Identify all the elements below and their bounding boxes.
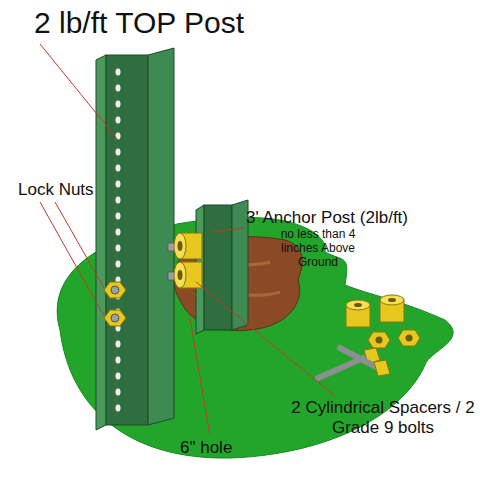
nuts-label: Lock Nuts	[18, 180, 128, 200]
top-post	[96, 48, 174, 430]
spacer-label: 2 Cylindrical Spacers / 2 Grade 9 bolts	[290, 398, 476, 437]
height-note: no less than 4 linches Above Ground	[272, 228, 364, 269]
hole-label: 6" hole	[180, 438, 280, 458]
anchor-label: 3' Anchor Post (2lb/ft)	[246, 208, 476, 228]
lock-nuts	[104, 282, 126, 326]
anchor-post	[196, 200, 248, 334]
post-label: 2 lb/ft TOP Post	[34, 6, 334, 41]
loose-hardware	[318, 295, 420, 378]
spacers-bolts	[168, 233, 202, 288]
